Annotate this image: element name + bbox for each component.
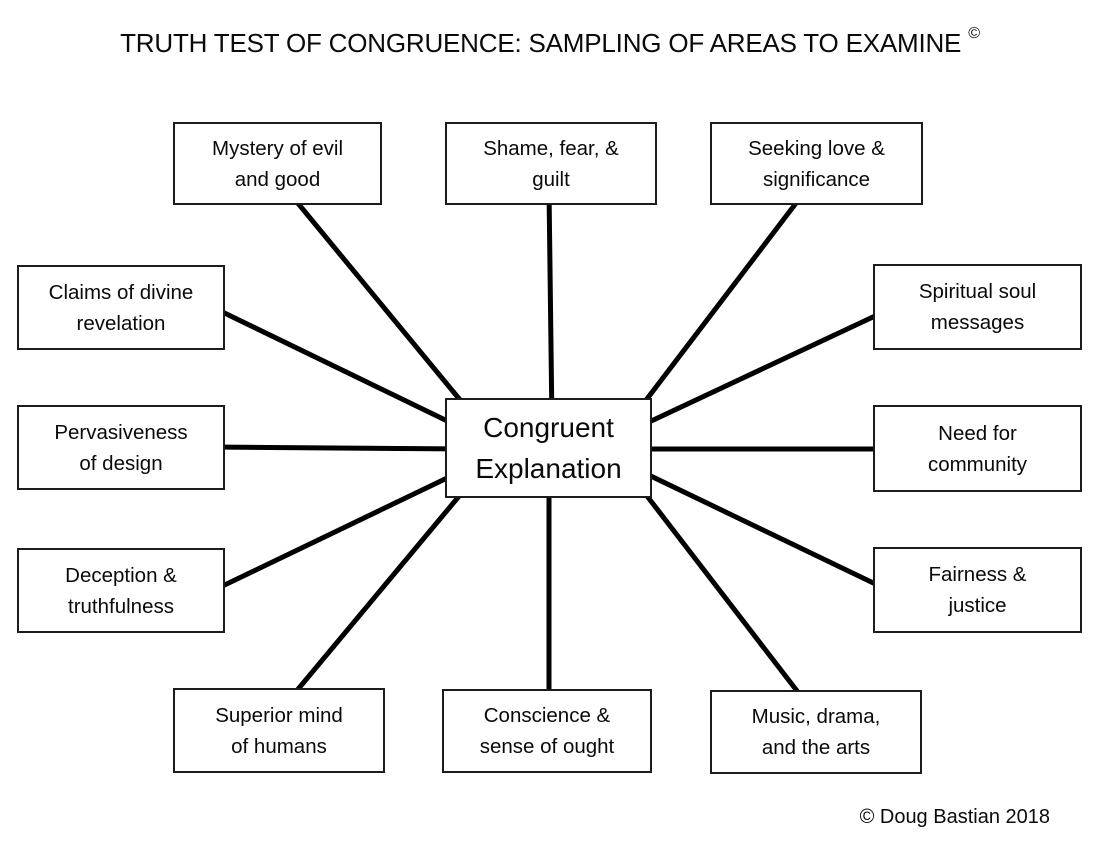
- node-label-line: Explanation: [475, 453, 622, 484]
- node-label-line: Pervasiveness: [54, 420, 188, 444]
- node-label-line: of humans: [231, 734, 327, 758]
- connector-music-drama-arts: [634, 480, 807, 703]
- title-copyright-symbol: ©: [968, 24, 980, 42]
- connector-shame-fear-guilt: [546, 187, 555, 428]
- node-label-line: Shame, fear, &: [483, 136, 619, 160]
- connector-spiritual-soul-messages: [629, 306, 893, 433]
- node-deception-truthfulness: Deception & truthfulness: [17, 548, 225, 633]
- node-label-line: truthfulness: [68, 594, 174, 618]
- copyright-notice: © Doug Bastian 2018: [859, 806, 1050, 828]
- node-conscience-sense-of-ought: Conscience & sense of ought: [442, 689, 652, 773]
- node-label-line: community: [927, 452, 1028, 476]
- node-fairness-justice: Fairness & justice: [873, 547, 1082, 633]
- node-label-line: justice: [948, 594, 1007, 617]
- node-pervasiveness-of-design: Pervasiveness of design: [17, 405, 225, 490]
- node-label-line: Claims of divine: [48, 280, 194, 304]
- node-label-line: and the arts: [761, 736, 871, 759]
- node-music-drama-arts: Music, drama, and the arts: [710, 690, 922, 774]
- node-need-for-community: Need for community: [873, 405, 1082, 492]
- node-spiritual-soul-messages: Spiritual soul messages: [873, 264, 1082, 350]
- connector-deception-truthfulness: [207, 464, 473, 595]
- connector-claims-of-divine-revelation: [207, 303, 473, 435]
- node-label-line: Congruent: [483, 412, 614, 443]
- node-mystery-of-evil-and-good: Mystery of evil and good: [173, 122, 382, 205]
- diagram-title: TRUTH TEST OF CONGRUENCE: SAMPLING OF AR…: [0, 24, 1100, 59]
- node-label-line: Need for: [938, 421, 1017, 445]
- connector-seeking-love-significance: [634, 187, 809, 415]
- node-label-line: and good: [234, 167, 321, 191]
- node-label-line: Music, drama,: [751, 705, 881, 728]
- connector-mystery-of-evil-and-good: [284, 187, 473, 415]
- node-label-line: Mystery of evil: [212, 136, 343, 160]
- node-label-line: Fairness &: [928, 563, 1027, 586]
- connector-pervasiveness-of-design: [207, 444, 473, 452]
- node-label-line: significance: [762, 167, 871, 191]
- node-label-line: of design: [79, 451, 163, 475]
- node-superior-mind-of-humans: Superior mind of humans: [173, 688, 385, 773]
- node-label-line: guilt: [532, 167, 570, 191]
- node-label-line: revelation: [76, 311, 166, 335]
- node-label-line: Conscience &: [483, 704, 611, 727]
- diagram-title-text: TRUTH TEST OF CONGRUENCE: SAMPLING OF AR…: [120, 28, 962, 58]
- node-label-line: Superior mind: [215, 703, 343, 727]
- node-shame-fear-guilt: Shame, fear, & guilt: [445, 122, 657, 205]
- node-label-line: Deception &: [65, 563, 177, 587]
- node-label-line: sense of ought: [479, 735, 615, 758]
- node-claims-of-divine-revelation: Claims of divine revelation: [17, 265, 225, 350]
- node-congruent-explanation: Congruent Explanation: [445, 398, 652, 498]
- node-seeking-love-significance: Seeking love & significance: [710, 122, 923, 205]
- node-label-line: messages: [930, 311, 1025, 334]
- connector-fairness-justice: [629, 464, 893, 594]
- node-label-line: Seeking love &: [748, 136, 885, 160]
- connector-superior-mind-of-humans: [286, 480, 473, 703]
- node-label-line: Spiritual soul: [918, 280, 1037, 303]
